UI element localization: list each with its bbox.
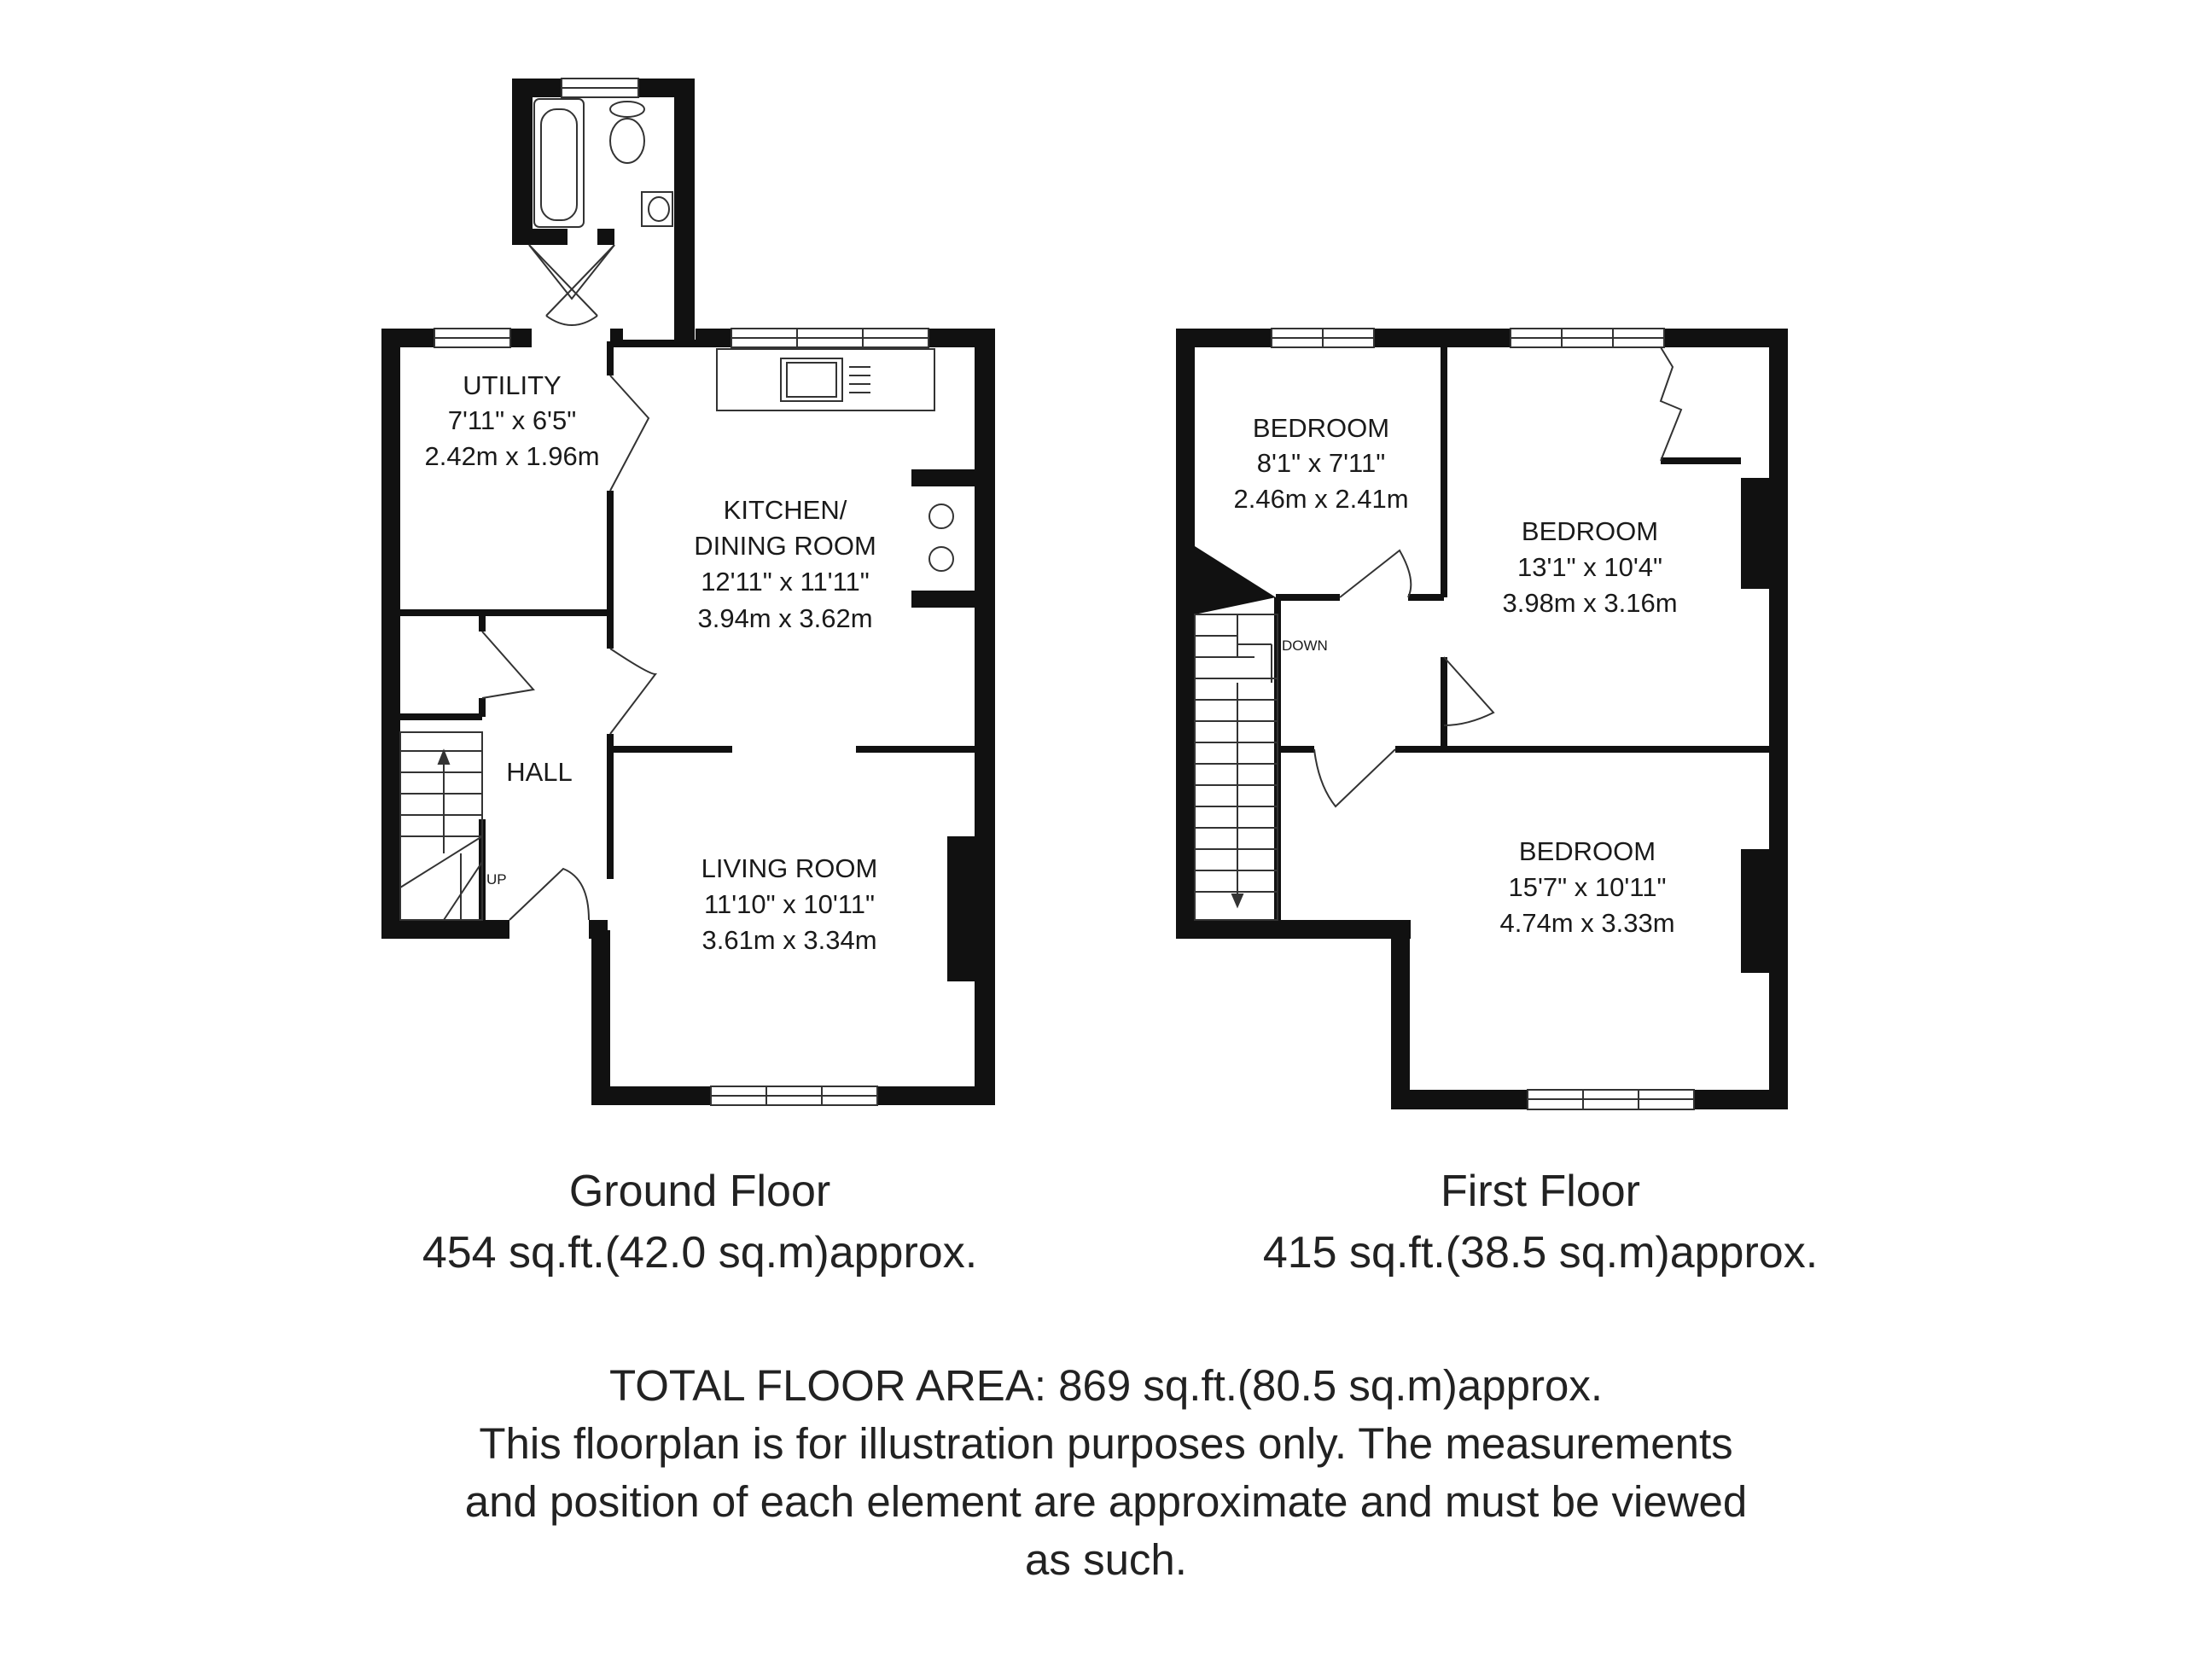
bedroom-3-name: BEDROOM bbox=[1519, 836, 1656, 866]
bedroom-2-imperial: 13'1" x 10'4" bbox=[1517, 552, 1662, 582]
utility-metric: 2.42m x 1.96m bbox=[424, 441, 599, 471]
ground-floor-walls bbox=[381, 79, 995, 1105]
hall-name: HALL bbox=[506, 757, 573, 787]
kitchen-name-line1: KITCHEN/ bbox=[724, 495, 847, 525]
bedroom-1-metric: 2.46m x 2.41m bbox=[1233, 484, 1408, 514]
utility-imperial: 7'11" x 6'5" bbox=[448, 405, 576, 435]
first-floor-plan bbox=[1176, 328, 1788, 1110]
first-floor-walls bbox=[1176, 329, 1788, 1109]
bedroom-3-imperial: 15'7" x 10'11" bbox=[1509, 872, 1667, 902]
kitchen-imperial: 12'11" x 11'11" bbox=[701, 567, 870, 597]
disclaimer-line-3: as such. bbox=[1025, 1535, 1187, 1584]
total-floor-area: TOTAL FLOOR AREA: 869 sq.ft.(80.5 sq.m)a… bbox=[608, 1361, 1603, 1410]
kitchen-fittings bbox=[716, 348, 954, 572]
living-room-imperial: 11'10" x 10'11" bbox=[704, 889, 875, 919]
bedroom-1-imperial: 8'1" x 7'11" bbox=[1257, 448, 1385, 478]
footer-notes: TOTAL FLOOR AREA: 869 sq.ft.(80.5 sq.m)a… bbox=[256, 1357, 1956, 1589]
ground-floor-stairs bbox=[399, 731, 483, 921]
disclaimer-line-2: and position of each element are approxi… bbox=[464, 1477, 1748, 1526]
stairs-down-label: DOWN bbox=[1282, 637, 1328, 654]
bedroom-2-name: BEDROOM bbox=[1522, 516, 1658, 546]
stairs-up-label: UP bbox=[486, 871, 507, 888]
first-floor-stairs bbox=[1194, 614, 1278, 921]
bedroom-3-metric: 4.74m x 3.33m bbox=[1499, 908, 1674, 938]
living-room-name: LIVING ROOM bbox=[701, 853, 878, 883]
kitchen-metric: 3.94m x 3.62m bbox=[697, 603, 872, 633]
ground-floor-title: Ground Floor bbox=[568, 1167, 831, 1216]
living-room-metric: 3.61m x 3.34m bbox=[701, 925, 876, 955]
ground-floor-windows bbox=[434, 78, 929, 1106]
first-floor-caption: First Floor 415 sq.ft.(38.5 sq.m)approx. bbox=[1190, 1161, 1890, 1284]
first-floor-windows bbox=[1271, 328, 1695, 1110]
utility-name: UTILITY bbox=[463, 370, 561, 400]
ground-floor-caption: Ground Floor 454 sq.ft.(42.0 sq.m)approx… bbox=[350, 1161, 1050, 1284]
kitchen-name-line2: DINING ROOM bbox=[694, 531, 876, 561]
ground-floor-area: 454 sq.ft.(42.0 sq.m)approx. bbox=[422, 1228, 978, 1278]
bathroom-fixtures bbox=[533, 98, 673, 228]
bedroom-1-name: BEDROOM bbox=[1253, 413, 1389, 443]
first-floor-area: 415 sq.ft.(38.5 sq.m)approx. bbox=[1262, 1228, 1819, 1278]
ground-floor-plan bbox=[381, 78, 995, 1106]
bedroom-2-metric: 3.98m x 3.16m bbox=[1502, 588, 1677, 618]
first-floor-title: First Floor bbox=[1441, 1167, 1640, 1216]
disclaimer-line-1: This floorplan is for illustration purpo… bbox=[479, 1419, 1733, 1468]
